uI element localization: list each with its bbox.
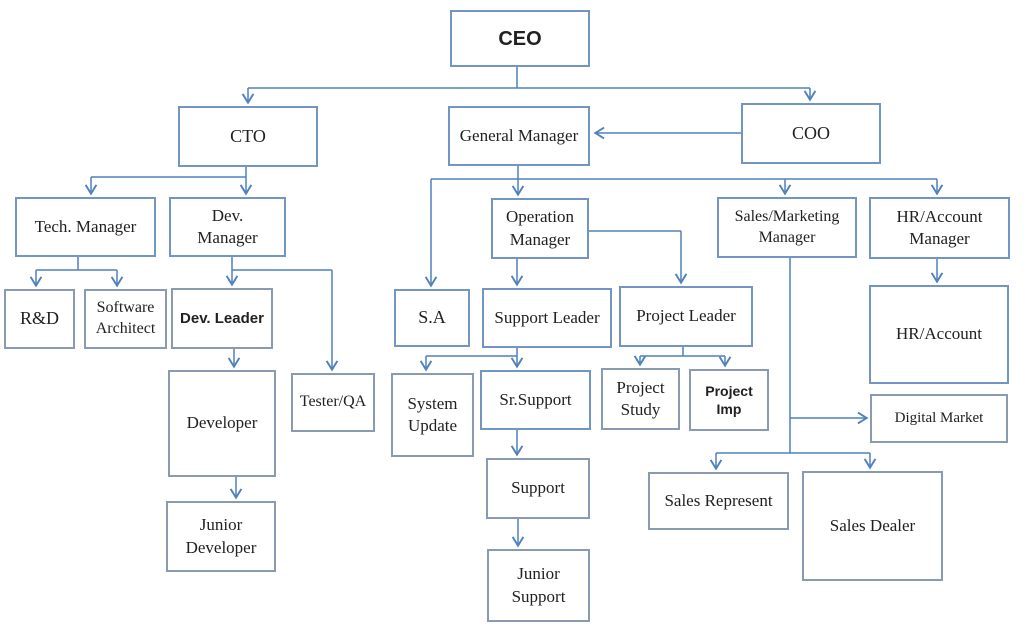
node-dev-leader: Dev. Leader [171, 288, 273, 349]
connector-ceo-rail [248, 67, 810, 89]
connector-cto-rail [91, 167, 247, 178]
node-software-architect: Software Architect [84, 289, 167, 349]
node-dev-manager: Dev. Manager [169, 197, 286, 257]
connector-projectleader-rail [640, 347, 725, 357]
node-general-manager: General Manager [448, 106, 590, 166]
node-hr-account-manager: HR/Account Manager [869, 197, 1010, 259]
node-tester-qa: Tester/QA [291, 373, 375, 432]
node-sr-support: Sr.Support [480, 370, 591, 430]
node-rd: R&D [4, 289, 75, 349]
node-tech-manager: Tech. Manager [15, 197, 156, 257]
node-support: Support [486, 458, 590, 519]
node-project-leader: Project Leader [619, 286, 753, 347]
node-coo: COO [741, 103, 881, 164]
node-digital-market: Digital Market [870, 394, 1008, 443]
node-ceo: CEO [450, 10, 590, 67]
node-hr-account: HR/Account [869, 285, 1009, 384]
connector-smmgr-rail [716, 258, 870, 454]
node-operation-manager: Operation Manager [491, 198, 589, 259]
connector-devmgr-rail [231, 257, 332, 271]
node-sa: S.A [394, 289, 470, 347]
node-support-leader: Support Leader [482, 288, 612, 348]
node-junior-developer: Junior Developer [166, 501, 276, 572]
node-project-study: Project Study [601, 368, 680, 430]
node-sales-represent: Sales Represent [648, 472, 789, 530]
node-developer: Developer [168, 370, 276, 477]
node-junior-support: Junior Support [487, 549, 590, 622]
node-project-imp: Project Imp [689, 369, 769, 431]
node-sales-marketing-manager: Sales/Marketing Manager [717, 197, 857, 258]
node-system-update: System Update [391, 373, 474, 457]
connector-gm-rail [431, 166, 937, 180]
connector-supportleader-rail [426, 347, 518, 357]
node-sales-dealer: Sales Dealer [802, 471, 943, 581]
node-cto: CTO [178, 106, 318, 167]
connector-techmgr-rail [36, 257, 117, 271]
